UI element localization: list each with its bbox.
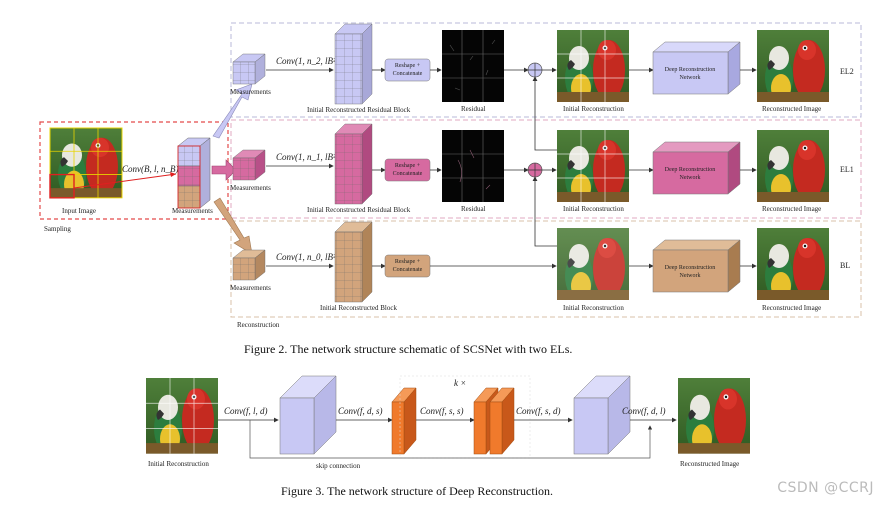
bl-deep-network xyxy=(652,239,741,293)
figure3: Initial Reconstruction Conv(f, l, d) Con… xyxy=(146,375,750,470)
el1-region xyxy=(230,119,862,219)
sampling-measurements-label: Measurements xyxy=(172,207,213,215)
sampling-label: Sampling xyxy=(44,225,71,233)
el1-measurements-label: Measurements xyxy=(230,184,271,192)
bl-region xyxy=(230,220,862,318)
bl-tag: BL xyxy=(840,261,850,270)
el2-reshape-label-2: Concatenate xyxy=(393,71,423,77)
fig3-output-label: Reconstructed Image xyxy=(680,460,739,468)
fig3-conv4-label: Conv(f, s, d) xyxy=(516,406,561,416)
fig3-block-2 xyxy=(391,387,417,455)
el1-residual-label: Residual xyxy=(461,205,486,213)
sampling-conv-label: Conv(B, l, n_B) xyxy=(122,164,179,174)
bl-deep-label-2: Network xyxy=(680,273,701,279)
el2-output-image xyxy=(757,30,829,102)
el2-region xyxy=(230,22,862,118)
bl-output-image xyxy=(757,228,829,300)
el2-residual-label: Residual xyxy=(461,105,486,113)
bl-block xyxy=(334,221,373,303)
el2-reshape-label: Reshape + xyxy=(395,63,421,69)
el1-residual-block xyxy=(334,123,373,205)
el1-output-image xyxy=(757,130,829,202)
el1-reshape-label: Reshape + xyxy=(395,163,421,169)
bl-to-el1-link xyxy=(532,176,557,247)
el2-initial-image xyxy=(557,30,629,102)
el2-initial-label: Initial Reconstruction xyxy=(563,105,624,113)
el1-output-label: Reconstructed Image xyxy=(762,205,821,213)
bl-output-label: Reconstructed Image xyxy=(762,304,821,312)
figure3-caption: Figure 3. The network structure of Deep … xyxy=(281,484,554,498)
el1-block-label: Initial Reconstructed Residual Block xyxy=(307,206,411,214)
el2-residual-block xyxy=(334,23,373,105)
fig3-block-5 xyxy=(573,375,631,455)
fig3-output-image xyxy=(678,378,750,454)
sampling-measurements xyxy=(177,137,211,209)
el2-block-label: Initial Reconstructed Residual Block xyxy=(307,106,411,114)
bl-conv-label: Conv(1, n_0, lB²) xyxy=(276,252,339,262)
figure2-caption: Figure 2. The network structure schemati… xyxy=(244,342,573,356)
fig3-skip-connection xyxy=(249,420,653,459)
reconstruction-label: Reconstruction xyxy=(237,321,280,329)
fig3-block-4 xyxy=(489,387,515,455)
fig3-input-label: Initial Reconstruction xyxy=(148,460,209,468)
el1-deep-label-2: Network xyxy=(680,175,701,181)
watermark: CSDN @CCRJ xyxy=(777,480,874,496)
el2-deep-label-1: Deep Reconstruction xyxy=(665,67,715,73)
arrow-to-el1 xyxy=(211,159,237,181)
bl-row: Measurements Conv(1, n_0, lB²) Initial R… xyxy=(230,176,850,312)
el2-tag: EL2 xyxy=(840,67,854,76)
input-image-label: Input Image xyxy=(62,207,96,215)
el1-initial-image xyxy=(557,130,629,202)
el2-deep-label-2: Network xyxy=(680,75,701,81)
el2-conv-label: Conv(1, n_2, lB²) xyxy=(276,56,339,66)
el1-reshape-label-2: Concatenate xyxy=(393,171,423,177)
sampling-region xyxy=(39,121,229,220)
el2-output-label: Reconstructed Image xyxy=(762,105,821,113)
input-image xyxy=(49,127,123,199)
fig3-skip-label: skip connection xyxy=(316,462,361,470)
el1-initial-label: Initial Reconstruction xyxy=(563,205,624,213)
el1-measurements-cube xyxy=(232,149,266,181)
bl-reshape-label: Reshape + xyxy=(395,259,421,265)
fig3-block-1 xyxy=(279,375,337,455)
fig3-conv2-label: Conv(f, d, s) xyxy=(338,406,383,416)
el2-deep-network xyxy=(652,41,741,95)
el1-deep-network xyxy=(652,141,741,195)
el1-to-el2-link xyxy=(532,76,557,151)
sampling-arrow xyxy=(73,173,177,189)
bl-initial-image xyxy=(557,228,629,300)
fig3-repeat-label: k × xyxy=(454,378,466,388)
bl-reshape-label-2: Concatenate xyxy=(393,267,423,273)
arrow-to-bl xyxy=(213,197,253,255)
el2-measurements-cube xyxy=(232,53,266,85)
fig3-conv5-label: Conv(f, d, l) xyxy=(622,406,666,416)
el2-residual-image xyxy=(442,30,504,102)
bl-measurements-label: Measurements xyxy=(230,284,271,292)
fig3-conv1-label: Conv(f, l, d) xyxy=(224,406,268,416)
el1-row: Measurements Conv(1, n_1, lB²) Initial R… xyxy=(230,76,854,214)
el1-residual-image xyxy=(442,130,504,202)
bl-deep-label-1: Deep Reconstruction xyxy=(665,265,715,271)
bl-measurements-cube xyxy=(232,249,266,281)
el2-row: Measurements Conv(1, n_2, lB²) Initial R… xyxy=(230,23,854,114)
arrow-to-el2 xyxy=(212,83,253,139)
el2-measurements-label: Measurements xyxy=(230,88,271,96)
fig3-input-image xyxy=(146,378,218,454)
el1-deep-label-1: Deep Reconstruction xyxy=(665,167,715,173)
el1-conv-label: Conv(1, n_1, lB²) xyxy=(276,152,339,162)
fig3-conv3-label: Conv(f, s, s) xyxy=(420,406,464,416)
bl-initial-label: Initial Reconstruction xyxy=(563,304,624,312)
bl-block-label: Initial Reconstructed Block xyxy=(320,304,397,312)
el1-tag: EL1 xyxy=(840,165,854,174)
